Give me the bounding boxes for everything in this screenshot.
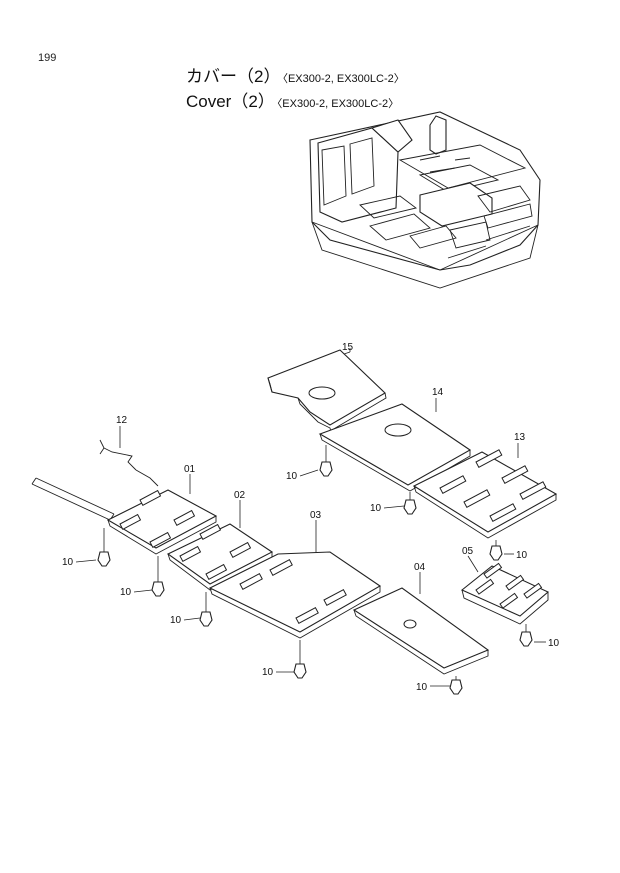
callout-10-c: 10 xyxy=(516,550,528,561)
title-japanese-models: 〈EX300-2, EX300LC-2〉 xyxy=(282,73,405,85)
callout-10-g: 10 xyxy=(170,615,182,626)
callout-10-h: 10 xyxy=(262,667,274,678)
callout-10-d: 10 xyxy=(548,638,560,649)
bolt-10-b xyxy=(403,492,417,515)
title-english-models: 〈EX300-2, EX300LC-2〉 xyxy=(276,98,400,110)
part-01-cover xyxy=(106,489,218,555)
bolt-10-f xyxy=(151,556,165,597)
bolt-10-g xyxy=(199,592,213,627)
callout-leaders xyxy=(75,348,546,687)
title-english-text: Cover（2） xyxy=(186,92,275,111)
callout-10-b: 10 xyxy=(370,503,382,514)
callout-04: 04 xyxy=(414,562,426,573)
callout-10-i: 10 xyxy=(416,682,428,693)
title-japanese-text: カバー（2） xyxy=(186,67,281,86)
bolt-10-a xyxy=(319,445,333,477)
callout-14: 14 xyxy=(432,387,444,398)
callout-05: 05 xyxy=(462,546,474,557)
callout-01: 01 xyxy=(184,464,196,475)
bolt-10-c xyxy=(489,540,503,561)
part-02-cover xyxy=(166,523,274,591)
part-03-cover xyxy=(208,551,382,639)
callout-02: 02 xyxy=(234,490,246,501)
callout-15: 15 xyxy=(342,342,354,353)
callout-13: 13 xyxy=(514,432,526,443)
bolt-10-d xyxy=(519,624,533,647)
part-04-cover xyxy=(352,587,490,675)
bolt-10-i xyxy=(449,676,463,695)
callout-03: 03 xyxy=(310,510,322,521)
page-number: 199 xyxy=(38,52,57,64)
callout-10-e: 10 xyxy=(62,557,74,568)
callout-10-a: 10 xyxy=(286,471,298,482)
excavator-overview-illustration xyxy=(309,111,541,289)
bolt-10-h xyxy=(293,640,307,679)
bolt-10-e xyxy=(97,528,111,567)
title-japanese: カバー（2）〈EX300-2, EX300LC-2〉 xyxy=(186,62,405,87)
part-13-cover xyxy=(412,449,558,539)
part-05-cover xyxy=(460,562,550,625)
callout-10-f: 10 xyxy=(120,587,132,598)
part-14-cover xyxy=(318,403,472,492)
callout-12: 12 xyxy=(116,415,128,426)
title-english: Cover（2）〈EX300-2, EX300LC-2〉 xyxy=(186,87,399,112)
